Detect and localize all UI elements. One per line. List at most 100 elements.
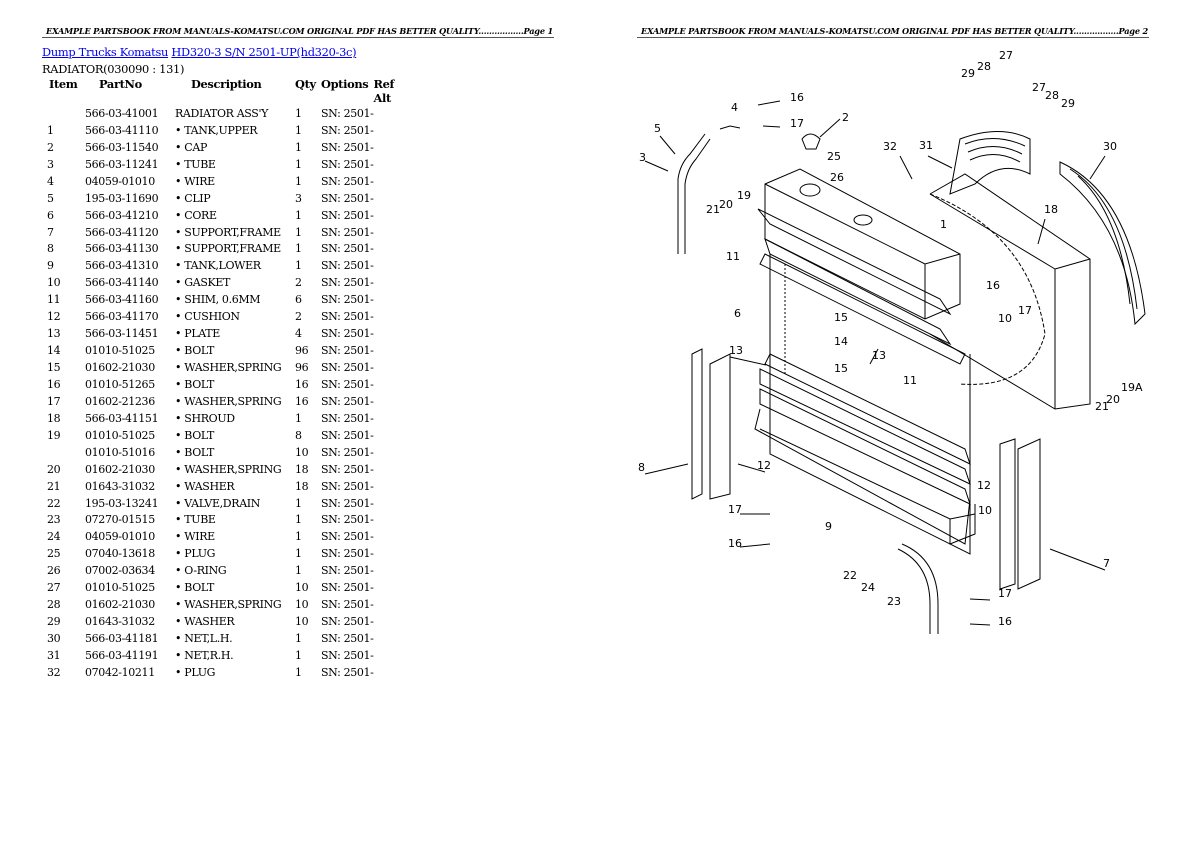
- callout-label: 22: [843, 569, 857, 582]
- qty-cell: 10: [295, 581, 309, 595]
- description-cell: • WASHER: [175, 615, 235, 629]
- model-link[interactable]: HD320-3 S/N 2501-UP(hd320-3c): [171, 45, 357, 59]
- ref-alt-cell: [374, 393, 414, 410]
- options-cell: SN: 2501-: [321, 445, 374, 459]
- partno-cell: 07002-03634: [85, 564, 155, 578]
- description-cell: • CAP: [175, 140, 207, 154]
- page-header: EXAMPLE PARTSBOOK FROM MANUALS-KOMATSU.C…: [46, 26, 553, 36]
- description-cell: • BOLT: [175, 581, 214, 595]
- partno-cell: 566-03-41210: [85, 208, 159, 222]
- callout-label: 1: [940, 218, 947, 231]
- partno-cell: 01010-51016: [85, 445, 155, 459]
- partno-cell: 01643-31032: [85, 479, 155, 493]
- item-cell: 8: [47, 242, 54, 256]
- callout-label: 28: [1045, 89, 1059, 102]
- item-cell: 16: [47, 377, 61, 391]
- options-cell: SN: 2501-: [321, 157, 374, 171]
- partno-cell: 566-03-41130: [85, 242, 159, 256]
- category-link[interactable]: Dump Trucks Komatsu: [42, 45, 169, 59]
- callout-label: 15: [834, 362, 848, 375]
- qty-cell: 10: [295, 598, 309, 612]
- breadcrumb: Dump Trucks Komatsu HD320-3 S/N 2501-UP(…: [42, 45, 357, 59]
- ref-alt-cell: [374, 325, 414, 342]
- ref-alt-cell: [374, 427, 414, 444]
- item-cell: 10: [47, 276, 61, 290]
- item-cell: 1: [47, 123, 54, 137]
- description-cell: • TANK,UPPER: [175, 123, 258, 137]
- partno-cell: 07270-01515: [85, 513, 155, 527]
- qty-cell: 16: [295, 377, 309, 391]
- ref-alt-cell: [374, 512, 414, 529]
- column-header-item: Item: [49, 77, 78, 91]
- section-title: RADIATOR(030090 : 131): [42, 62, 185, 76]
- callout-label: 30: [1103, 140, 1117, 153]
- partno-cell: 566-03-11540: [85, 140, 159, 154]
- qty-cell: 8: [295, 428, 302, 442]
- description-cell: • TANK,LOWER: [175, 259, 261, 273]
- item-cell: 14: [47, 344, 61, 358]
- item-cell: 12: [47, 310, 61, 324]
- callout-label: 13: [872, 349, 886, 362]
- partno-cell: 07042-10211: [85, 665, 155, 679]
- qty-cell: 10: [295, 445, 309, 459]
- partno-cell: 566-03-41120: [85, 225, 159, 239]
- qty-cell: 18: [295, 462, 309, 476]
- item-cell: 5: [47, 191, 54, 205]
- ref-alt-cell: [374, 376, 414, 393]
- qty-cell: 1: [295, 225, 302, 239]
- qty-cell: 1: [295, 106, 302, 120]
- item-cell: 21: [47, 479, 61, 493]
- item-cell: 4: [47, 174, 54, 188]
- header-divider: [637, 37, 1149, 38]
- ref-alt-cell: [374, 359, 414, 376]
- qty-cell: 96: [295, 344, 309, 358]
- options-cell: SN: 2501-: [321, 259, 374, 273]
- item-cell: 11: [47, 293, 61, 307]
- ref-alt-cell: [374, 308, 414, 325]
- qty-cell: 4: [295, 327, 302, 341]
- callout-label: 27: [1032, 81, 1046, 94]
- partno-cell: 01010-51025: [85, 344, 155, 358]
- description-cell: • WASHER,SPRING: [175, 598, 282, 612]
- item-cell: 25: [47, 547, 61, 561]
- options-cell: SN: 2501-: [321, 564, 374, 578]
- ref-alt-cell: [374, 105, 414, 122]
- partno-cell: 566-03-41170: [85, 310, 159, 324]
- ref-alt-cell: [374, 274, 414, 291]
- qty-cell: 1: [295, 411, 302, 425]
- item-cell: 6: [47, 208, 54, 222]
- callout-label: 15: [834, 311, 848, 324]
- partno-cell: 566-03-41151: [85, 411, 159, 425]
- qty-cell: 1: [295, 665, 302, 679]
- item-cell: 29: [47, 615, 61, 629]
- description-cell: • CLIP: [175, 191, 211, 205]
- item-cell: 26: [47, 564, 61, 578]
- qty-cell: 96: [295, 361, 309, 375]
- ref-alt-cell: [374, 596, 414, 613]
- callout-label: 14: [834, 335, 848, 348]
- ref-alt-cell: [374, 342, 414, 359]
- options-cell: SN: 2501-: [321, 106, 374, 120]
- options-cell: SN: 2501-: [321, 344, 374, 358]
- item-cell: 17: [47, 394, 61, 408]
- description-cell: • SUPPORT,FRAME: [175, 225, 281, 239]
- options-cell: SN: 2501-: [321, 293, 374, 307]
- callout-label: 17: [728, 503, 742, 516]
- options-cell: SN: 2501-: [321, 394, 374, 408]
- partno-cell: 01010-51025: [85, 581, 155, 595]
- parts-list-page: EXAMPLE PARTSBOOK FROM MANUALS-KOMATSU.C…: [42, 26, 554, 681]
- callout-label: 10: [978, 504, 992, 517]
- description-cell: RADIATOR ASS'Y: [175, 106, 269, 120]
- column-header-partno: PartNo: [99, 77, 142, 91]
- ref-alt-cell: [374, 461, 414, 478]
- ref-alt-cell: [374, 444, 414, 461]
- options-cell: SN: 2501-: [321, 242, 374, 256]
